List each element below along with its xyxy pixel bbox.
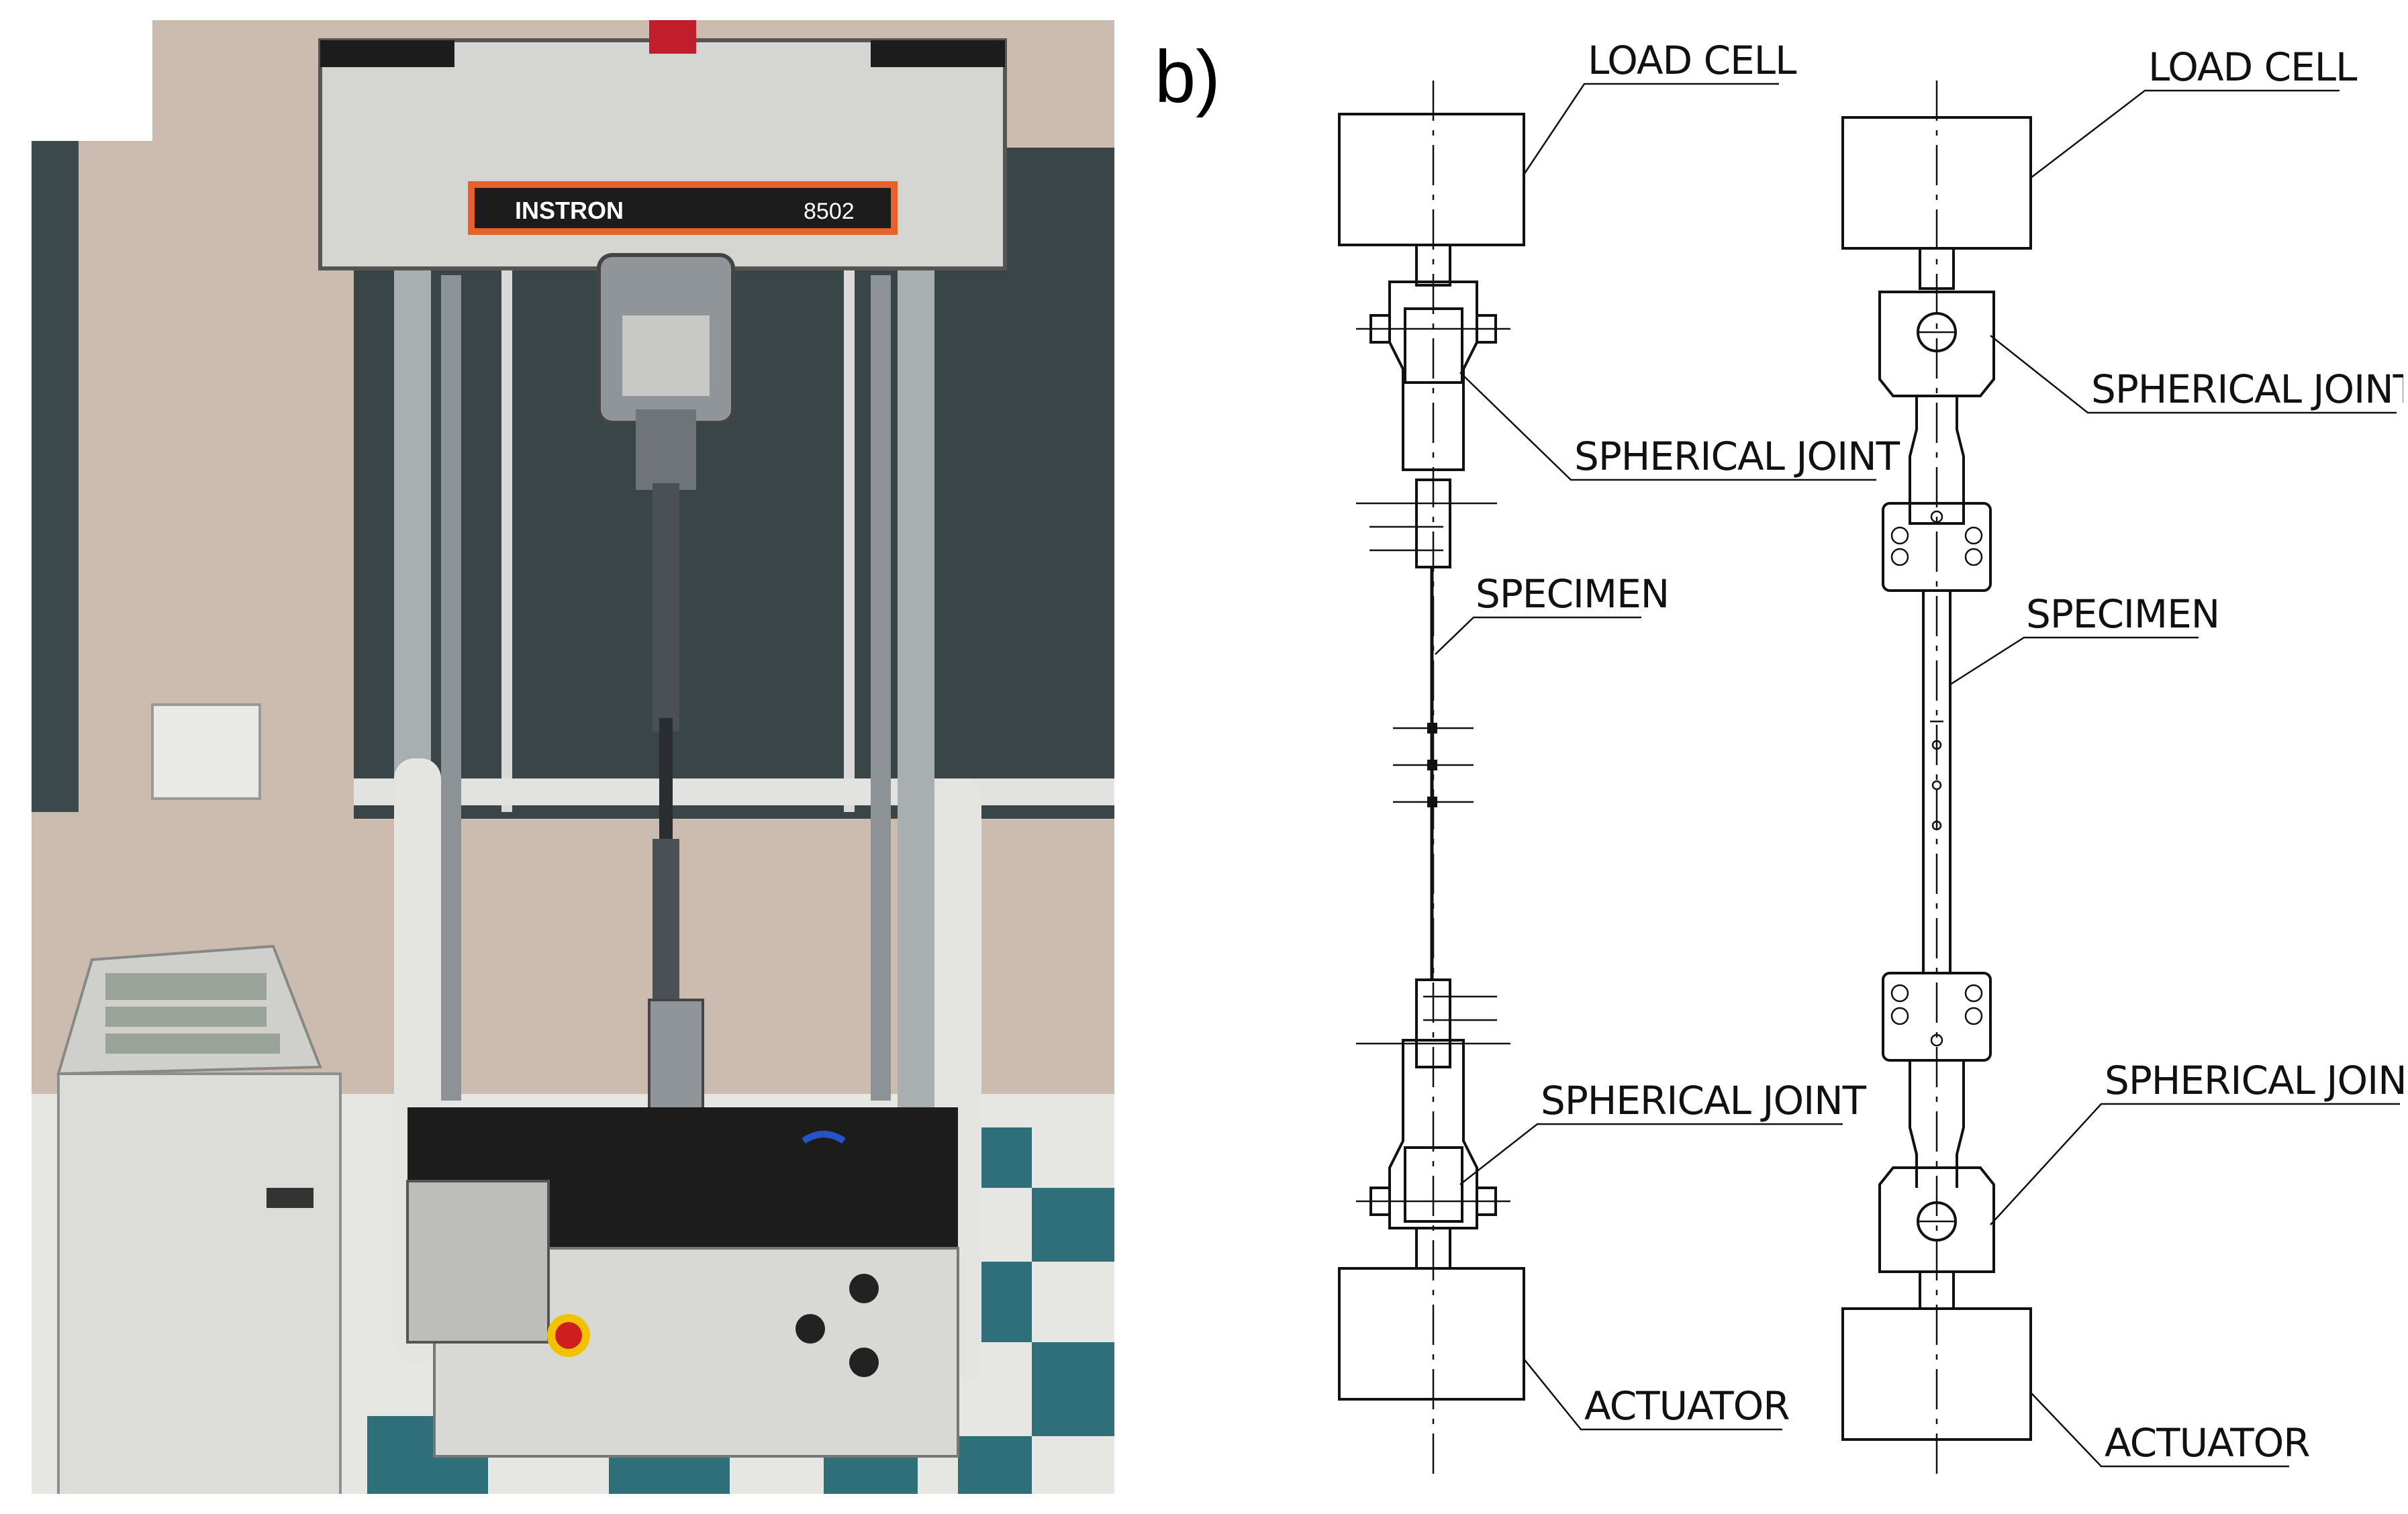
left-lower-pin-head-l — [1369, 1187, 1391, 1216]
base-knob-3 — [849, 1348, 879, 1377]
left-actuator-leader — [1523, 1358, 1782, 1431]
left-sj-top-leader — [1459, 372, 1876, 481]
nameplate-inner — [475, 188, 891, 228]
wall-outlet-box — [151, 703, 261, 800]
left-actuator-label: ACTUATOR — [1584, 1383, 1790, 1429]
right-specimen-markers — [1930, 720, 1943, 831]
right-upper-clamp-bolts — [1890, 510, 1983, 566]
left-sj-bottom-label: SPHERICAL JOINT — [1541, 1078, 1867, 1123]
window-frame — [501, 168, 512, 812]
hand-control-pod — [406, 1180, 550, 1344]
left-upper-pin-head-r — [1476, 314, 1497, 344]
left-load-cell — [1338, 113, 1525, 246]
controller-keys — [105, 973, 280, 1054]
right-specimen-label: SPECIMEN — [2026, 591, 2219, 637]
right-rod — [871, 275, 891, 1101]
left-load-cell-leader — [1523, 83, 1779, 175]
left-lower-grip — [1415, 978, 1451, 1068]
right-setup: LOAD CELL SPHERICAL JOINT SPECIMEN SPHER… — [1841, 44, 2403, 1483]
specimen-photo — [659, 718, 673, 852]
emergency-stop-button — [555, 1322, 582, 1349]
right-lower-clamp-bolts — [1890, 984, 1983, 1047]
right-lower-neck — [1909, 1060, 1965, 1188]
blue-tool — [802, 1131, 846, 1144]
model-text: 8502 — [804, 199, 855, 224]
left-sj-top-label: SPHERICAL JOINT — [1574, 434, 1900, 479]
left-upper-joint-block — [1404, 307, 1463, 384]
left-lower-joint-block — [1404, 1146, 1463, 1223]
base-knob-2 — [796, 1314, 825, 1344]
right-specimen-leader — [1949, 636, 2199, 686]
left-top-stem — [1415, 244, 1451, 287]
right-top-stem — [1919, 247, 1955, 290]
right-load-cell-label: LOAD CELL — [2148, 44, 2357, 90]
right-upper-neck — [1909, 396, 1965, 525]
controller-cabinet — [57, 1072, 342, 1494]
upper-grip — [653, 483, 679, 731]
crosshead-cap-left — [320, 40, 454, 67]
right-sj-bottom-label: SPHERICAL JOINT — [2105, 1058, 2403, 1103]
upper-adapter — [636, 409, 696, 490]
cabinet-indicator — [267, 1188, 314, 1208]
left-sj-bottom-leader — [1459, 1123, 1843, 1185]
load-cell-plate — [622, 315, 710, 396]
window-sill — [354, 778, 1114, 805]
right-actuator — [1841, 1307, 2032, 1441]
testing-machine-photo: INSTRON 8502 — [32, 20, 1114, 1494]
left-window — [32, 141, 79, 812]
left-rod — [441, 275, 461, 1101]
right-column — [898, 268, 934, 1114]
right-actuator-leader — [2030, 1392, 2289, 1468]
right-load-cell-leader — [2030, 89, 2340, 179]
brand-text: INSTRON — [515, 197, 624, 224]
right-actuator-label: ACTUATOR — [2105, 1420, 2310, 1466]
label-backdrop — [32, 20, 152, 141]
panel-label-b: b) — [1155, 36, 1220, 118]
right-sj-bottom-leader — [1990, 1103, 2400, 1225]
left-load-cell-label: LOAD CELL — [1588, 38, 1796, 83]
left-upper-pin-head-l — [1369, 314, 1391, 344]
left-setup: LOAD CELL SPHERICAL JOINT SPECIMEN SPHER… — [1338, 38, 1901, 1483]
left-actuator — [1338, 1267, 1525, 1401]
left-specimen-label: SPECIMEN — [1476, 571, 1669, 617]
lower-grip — [653, 839, 679, 1013]
right-sj-top-label: SPHERICAL JOINT — [2091, 366, 2403, 412]
left-lower-clevis — [1388, 1039, 1478, 1229]
base-knob-1 — [849, 1274, 879, 1303]
test-setup-schematic: LOAD CELL SPHERICAL JOINT SPECIMEN SPHER… — [1338, 38, 2403, 1483]
crosshead-cap-right — [871, 40, 1005, 67]
left-lower-pin-head-r — [1476, 1187, 1497, 1216]
right-lower-joint-body — [1878, 1166, 1995, 1273]
right-upper-joint-body — [1878, 291, 1995, 397]
right-sj-top-leader — [1990, 335, 2397, 414]
left-upper-clevis — [1388, 281, 1478, 471]
window-frame-2 — [844, 168, 855, 812]
left-specimen-markers — [1393, 723, 1474, 807]
right-lower-clamp — [1882, 972, 1992, 1062]
top-red-valve — [649, 20, 696, 54]
left-specimen-leader — [1435, 616, 1641, 655]
